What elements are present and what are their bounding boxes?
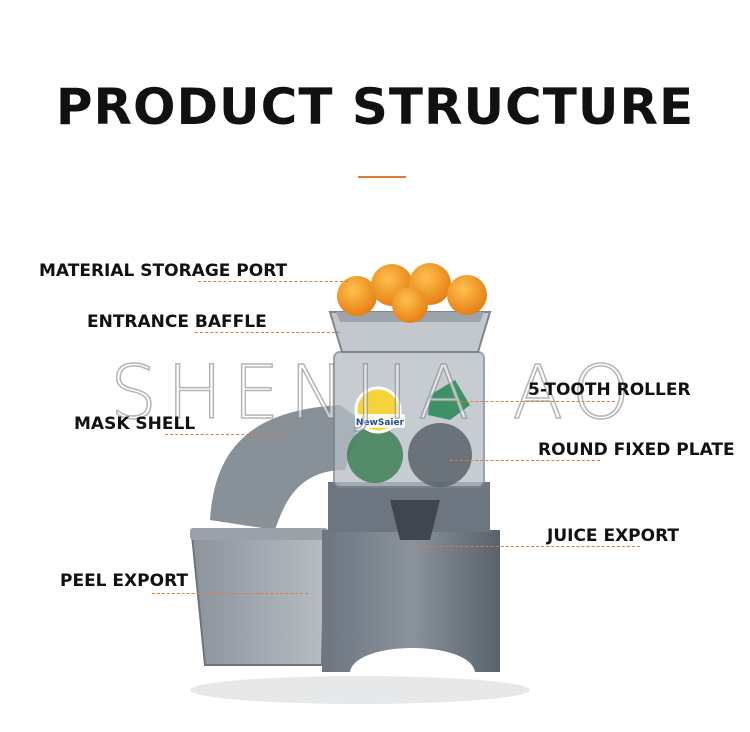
leader-mask-shell: [165, 434, 285, 435]
orange-5: [392, 287, 428, 323]
leader-juice-export: [415, 546, 640, 547]
label-peel-export: PEEL EXPORT: [60, 571, 188, 591]
title-underline: [358, 176, 406, 178]
label-entrance-baffle: ENTRANCE BAFFLE: [87, 312, 267, 332]
leader-entrance-baffle: [195, 332, 340, 333]
roller-left: [347, 427, 403, 483]
badge-label-bg: [355, 414, 405, 428]
orange-4: [447, 275, 487, 315]
tooth-roller: [428, 380, 470, 420]
floor-shadow: [190, 676, 530, 704]
orange-1: [337, 276, 377, 316]
leader-five-tooth-roller: [455, 401, 615, 402]
page-title: PRODUCT STRUCTURE: [55, 78, 695, 136]
watermark-text: SHENJIA AO: [109, 349, 641, 437]
label-five-tooth-roller: 5-TOOTH ROLLER: [528, 380, 691, 400]
label-mask-shell: MASK SHELL: [74, 414, 196, 434]
round-plate: [408, 423, 472, 487]
leader-round-fixed-plate: [450, 460, 600, 461]
lower-body-shape: [322, 530, 500, 672]
lower-body-arch: [350, 648, 475, 672]
juice-spout: [390, 500, 440, 540]
leader-material-storage-port: [198, 281, 348, 282]
label-juice-export: JUICE EXPORT: [547, 526, 680, 546]
peel-bin-rim: [190, 528, 328, 540]
badge-text: NewSaier: [356, 418, 405, 428]
label-material-storage-port: MATERIAL STORAGE PORT: [39, 261, 288, 281]
peel-bin-shape: [190, 534, 327, 666]
leader-peel-export: [152, 593, 308, 594]
mask-shell-shape: [210, 405, 360, 530]
label-round-fixed-plate: ROUND FIXED PLATE: [538, 440, 735, 460]
